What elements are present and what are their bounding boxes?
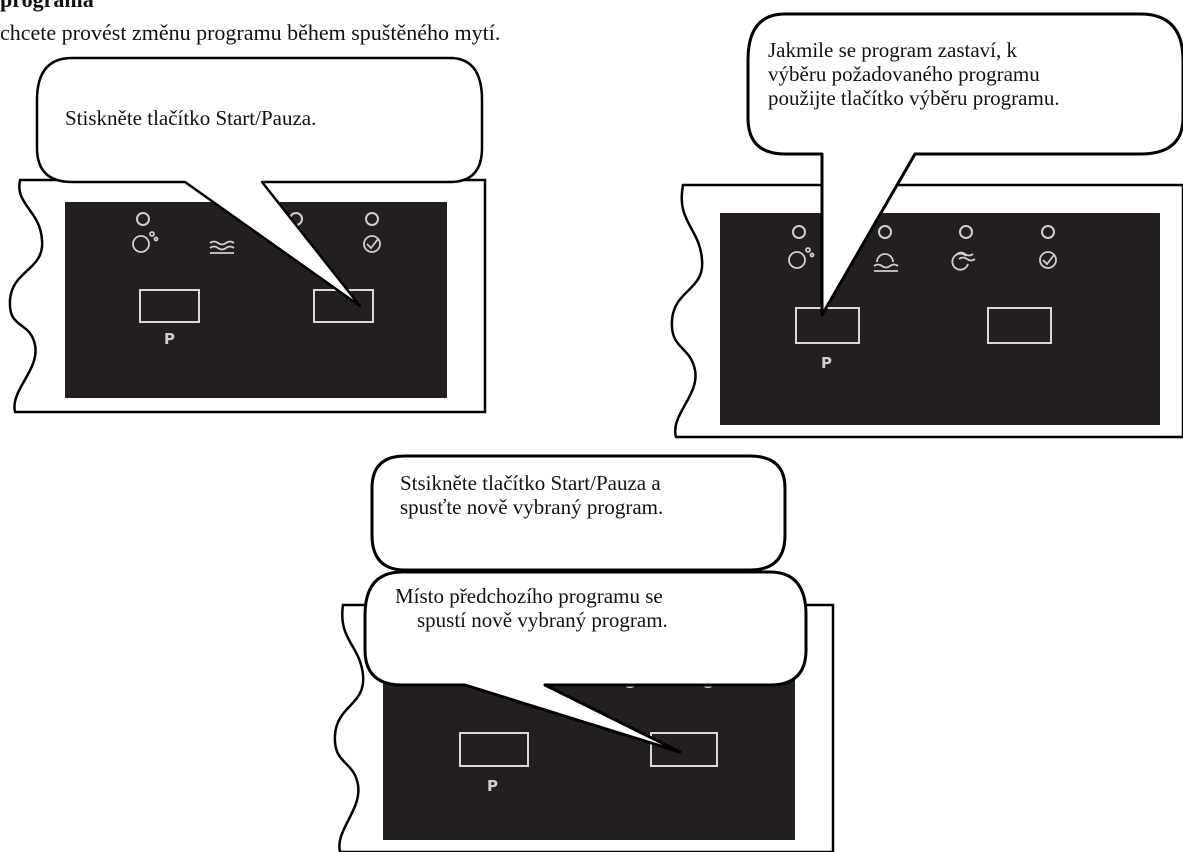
bubble-text: Místo předchozího programu se spustí nov… [395, 584, 668, 632]
program-key-label: P [487, 777, 498, 795]
start-pause-button[interactable] [650, 732, 718, 767]
bubble-line: použijte tlačítko výběru programu. [768, 86, 1060, 110]
start-pause-button[interactable] [987, 307, 1052, 344]
program-button[interactable] [459, 732, 529, 767]
intro-text: chcete provést změnu programu během spuš… [0, 20, 501, 45]
prewash-icon [132, 231, 159, 253]
bubble-text: Stiskněte tlačítko Start/Pauza. [65, 106, 317, 130]
prewash-icon [788, 247, 815, 269]
led-indicator [1041, 225, 1055, 239]
section-heading: programa [0, 0, 94, 12]
led-indicator [136, 212, 150, 226]
control-panel-2 [720, 213, 1160, 425]
program-button[interactable] [139, 289, 200, 323]
led-indicator [959, 225, 973, 239]
bubble-line: Místo předchozího programu se [395, 584, 663, 608]
rinse-icon [873, 253, 899, 272]
program-key-label: P [821, 354, 832, 372]
bubble-line: Jakmile se program zastaví, k [768, 38, 1018, 62]
bubble-text: Jakmile se program zastaví, k výběru pož… [768, 38, 1060, 110]
bubble-line: spusťte nově vybraný program. [400, 495, 664, 519]
program-key-label: P [164, 330, 175, 348]
dry-icon [951, 251, 976, 271]
speech-bubble [746, 12, 1183, 317]
eco-icon [1039, 251, 1057, 269]
panel-3: P [333, 454, 835, 852]
led-indicator [365, 212, 379, 226]
speech-bubble [35, 56, 484, 308]
bubble-line: výběru požadovaného programu [768, 62, 1040, 86]
eco-icon [363, 235, 381, 253]
bubble-line: Stsikněte tlačítko Start/Pauza a [400, 471, 661, 495]
speech-bubble [370, 454, 787, 572]
control-panel-1 [65, 202, 447, 398]
rinse-icon [209, 240, 235, 254]
bubble-text: Stsikněte tlačítko Start/Pauza a spusťte… [400, 471, 663, 519]
led-indicator [878, 225, 892, 239]
bubble-line: spustí nově vybraný program. [417, 608, 668, 632]
led-indicator [792, 225, 806, 239]
panel-2: P [670, 12, 1183, 439]
speech-bubble [363, 570, 808, 754]
panel-1: P [8, 56, 487, 414]
